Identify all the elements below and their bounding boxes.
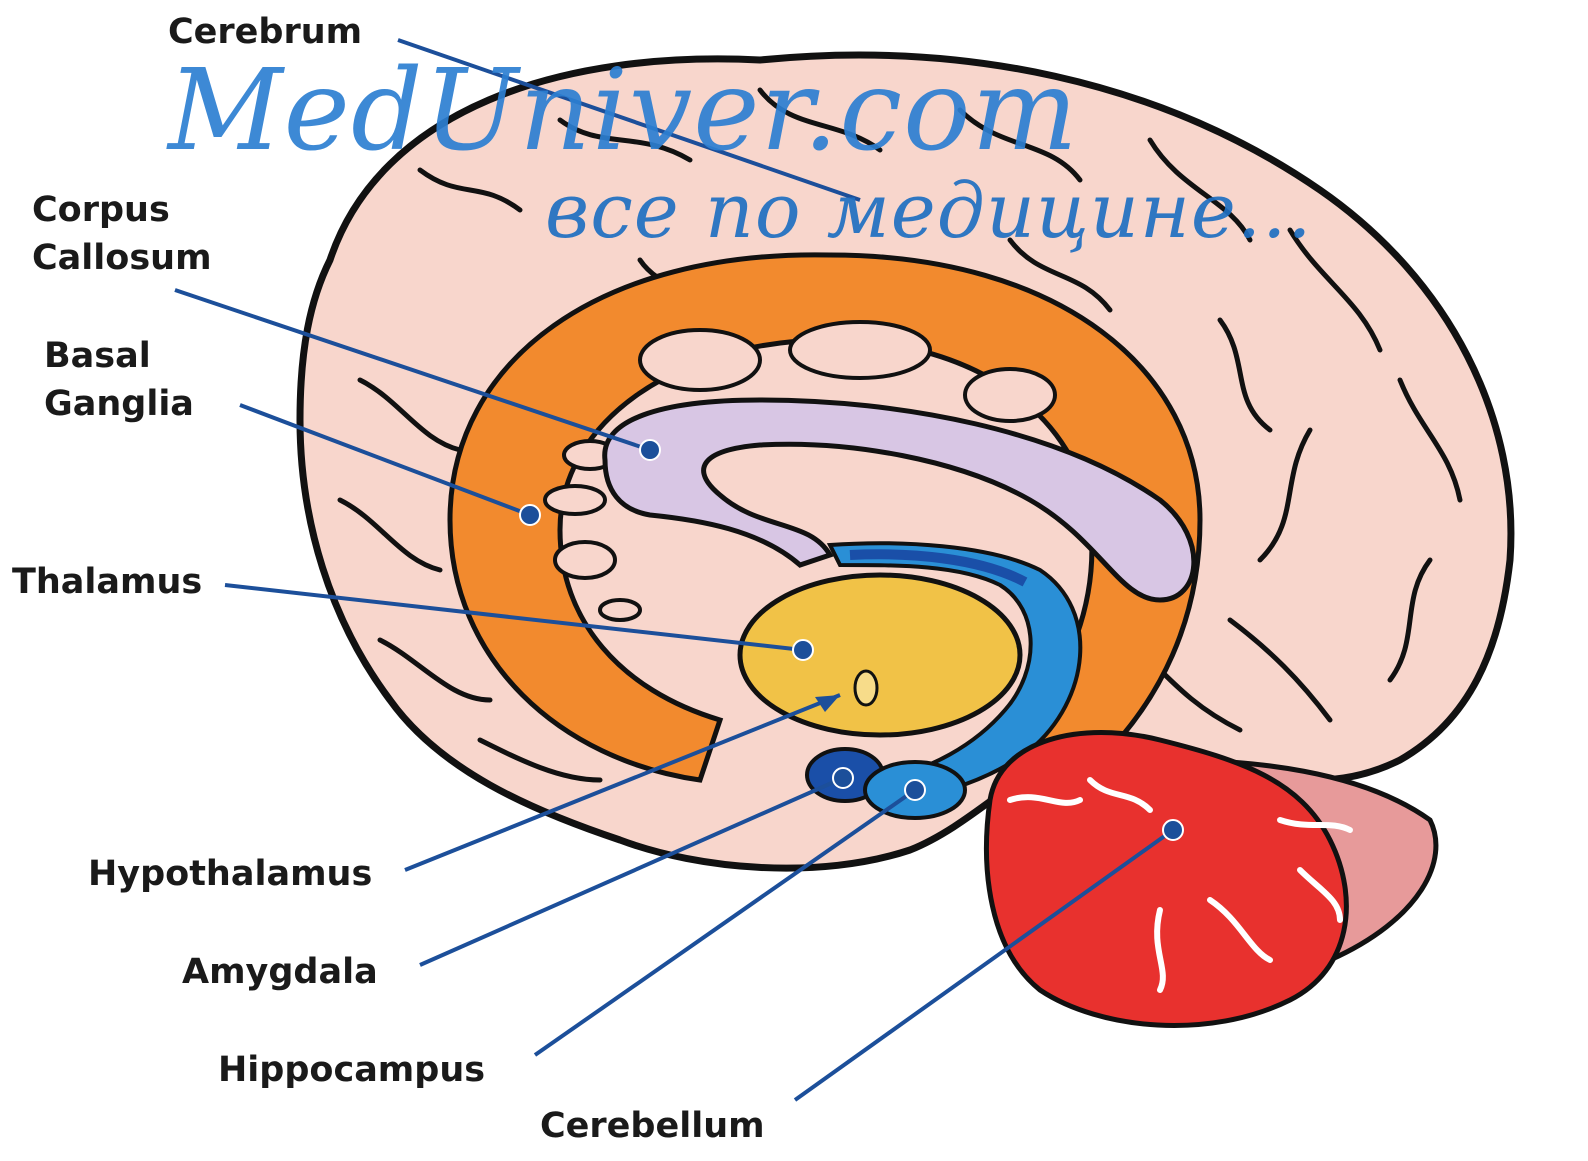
dot-corpus-callosum [640, 440, 660, 460]
dot-hippocampus [905, 780, 925, 800]
label-corpus-callosum: Corpus Callosum [32, 186, 212, 283]
label-cerebrum: Cerebrum [168, 8, 362, 56]
label-hypothalamus: Hypothalamus [88, 850, 372, 898]
label-thalamus: Thalamus [12, 558, 202, 606]
label-cerebellum: Cerebellum [540, 1102, 765, 1150]
label-amygdala: Amygdala [182, 948, 378, 996]
watermark-tagline: все по медицине... [545, 166, 1312, 255]
watermark-site: MedUniver.com [168, 46, 1079, 176]
label-hippocampus: Hippocampus [218, 1046, 485, 1094]
dot-thalamus [793, 640, 813, 660]
thalamus-shape [740, 575, 1020, 735]
dot-basal-ganglia [520, 505, 540, 525]
label-basal-ganglia: Basal Ganglia [44, 332, 194, 429]
hypothalamus-nucleus [855, 671, 877, 705]
dot-cerebellum [1163, 820, 1183, 840]
dot-amygdala [833, 768, 853, 788]
